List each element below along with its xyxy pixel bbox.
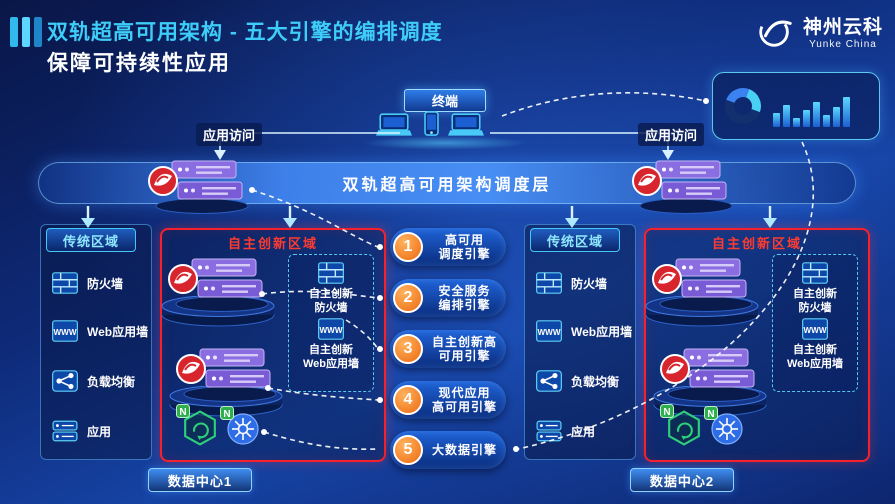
dc1-innovation-zone-label: 自主创新区域	[227, 236, 318, 251]
engine-5-number: 5	[393, 435, 423, 465]
dc1-server-cluster-bottom	[174, 344, 282, 402]
dc2-item-firewall: 防火墙	[536, 272, 607, 294]
dc2-item-loadbalancer-label: 负载均衡	[571, 374, 620, 389]
nginx-badge-icon	[660, 404, 674, 418]
dc2-server-cluster-top	[650, 254, 758, 312]
engine-1-label: 高可用调度引擎	[438, 233, 491, 261]
scheduler-server-cluster-right	[630, 156, 738, 214]
engine-4-label: 现代应用高可用引擎	[431, 386, 497, 414]
engine-2-number: 2	[393, 283, 423, 313]
dc2-item-application: 应用	[536, 420, 595, 442]
slide-title: 双轨超高可用架构 - 五大引擎的编排调度	[47, 21, 443, 44]
laptop-icon	[448, 113, 484, 137]
dc2-server-cluster-bottom	[658, 344, 766, 402]
engine-1-number: 1	[393, 232, 423, 262]
access-label-right: 应用访问	[638, 123, 705, 146]
company-logo: 神州云科 Yunke China	[754, 12, 883, 50]
slide-subtitle: 保障可持续性应用	[47, 52, 231, 75]
engine-2-pill: 2 安全服务编排引擎	[390, 279, 506, 317]
dc1-inno-firewall-label: 自主创新防火墙	[309, 288, 353, 314]
dc2-inno-firewall-label: 自主创新防火墙	[793, 288, 837, 314]
title-marker-bars-icon	[10, 17, 42, 47]
dc2-item-waf: Web应用墙	[536, 320, 632, 342]
logo-name: 神州云科	[802, 17, 883, 38]
engine-5-pill: 5 大数据引擎	[390, 431, 506, 469]
engine-3-number: 3	[393, 334, 423, 364]
dc1-server-cluster-top	[166, 254, 274, 312]
engine-4-pill: 4 现代应用高可用引擎	[390, 381, 506, 419]
web-application-wall-icon	[802, 318, 828, 340]
dc1-item-waf-label: Web应用墙	[87, 324, 149, 339]
monitoring-panel	[712, 72, 880, 140]
dc1-item-loadbalancer: 负载均衡	[52, 370, 135, 392]
laptop-icon	[376, 113, 412, 137]
dc2-traditional-zone-label: 传统区域	[530, 228, 620, 252]
access-label-left: 应用访问	[196, 123, 263, 146]
bar-chart-icon	[773, 85, 850, 127]
scheduling-layer-label: 双轨超高可用架构调度层	[342, 177, 552, 194]
engine-4-number: 4	[393, 385, 423, 415]
dc1-item-waf: Web应用墙	[52, 320, 148, 342]
dc2-item-waf-label: Web应用墙	[571, 324, 633, 339]
firewall-icon	[318, 262, 344, 284]
devices-glow	[362, 136, 528, 150]
dc1-item-firewall: 防火墙	[52, 272, 123, 294]
engine-5-label: 大数据引擎	[431, 443, 497, 457]
scheduler-server-cluster-left	[146, 156, 254, 214]
engine-2-label: 安全服务编排引擎	[438, 284, 491, 312]
dc2-item-application-label: 应用	[571, 424, 596, 439]
web-application-wall-icon	[318, 318, 344, 340]
dc1-traditional-zone-label: 传统区域	[46, 228, 136, 252]
dc2-footer-label: 数据中心2	[630, 468, 734, 492]
dc1-item-loadbalancer-label: 负载均衡	[87, 374, 136, 389]
firewall-icon	[52, 272, 78, 294]
web-application-wall-icon	[52, 320, 78, 342]
dc1-item-application-label: 应用	[87, 424, 112, 439]
terminal-box: 终端	[404, 89, 486, 112]
firewall-icon	[536, 272, 562, 294]
nginx-badge-icon	[220, 406, 234, 420]
web-application-wall-icon	[536, 320, 562, 342]
nginx-badge-icon	[704, 406, 718, 420]
dc1-item-application: 应用	[52, 420, 111, 442]
engine-3-label: 自主创新高可用引擎	[431, 335, 497, 363]
dc2-item-loadbalancer: 负载均衡	[536, 370, 619, 392]
engine-3-pill: 3 自主创新高可用引擎	[390, 330, 506, 368]
logo-swoosh-icon	[759, 17, 792, 47]
dc2-item-firewall-label: 防火墙	[571, 276, 608, 291]
nginx-badge-icon	[176, 404, 190, 418]
phone-icon	[424, 111, 439, 136]
dc2-innovation-zone-label: 自主创新区域	[711, 236, 802, 251]
donut-chart-icon	[719, 82, 767, 130]
application-stack-icon	[536, 420, 562, 442]
load-balance-icon	[536, 370, 562, 392]
firewall-icon	[802, 262, 828, 284]
dc1-footer-label: 数据中心1	[148, 468, 252, 492]
load-balance-icon	[52, 370, 78, 392]
engine-1-pill: 1 高可用调度引擎	[390, 228, 506, 266]
dc1-item-firewall-label: 防火墙	[87, 276, 124, 291]
application-stack-icon	[52, 420, 78, 442]
logo-subname: Yunke China	[809, 39, 877, 50]
